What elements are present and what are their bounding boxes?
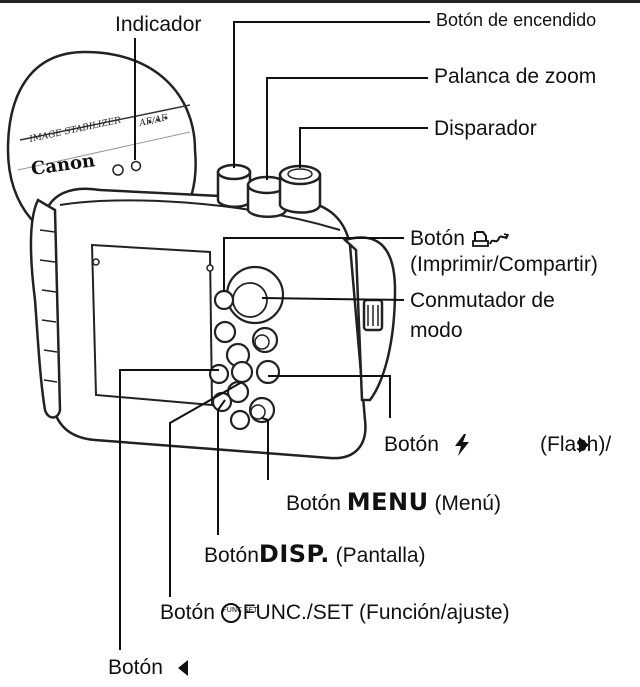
indicator-lamp-2 (130, 160, 142, 172)
label-conmutador-1: Conmutador de (410, 289, 555, 312)
shutter-shape (278, 173, 322, 214)
top-buttons (216, 163, 322, 218)
flash-text: (Flash)/ (540, 433, 612, 456)
label-flash-text: (Flash)/ (540, 432, 611, 457)
leader-lines (119, 21, 430, 650)
imprimir-line (223, 237, 404, 292)
func-line (169, 381, 243, 597)
label-boton-encendido: Botón de encendido (436, 10, 597, 30)
menu-line (261, 417, 269, 480)
disparador-line (299, 127, 428, 168)
disp-line (217, 399, 226, 535)
boton-flash-prefix: Botón (384, 433, 439, 456)
menu-text: (Menú) (434, 492, 501, 515)
right-arrow-icon (579, 437, 589, 453)
boton-menu-prefix: Botón (286, 492, 341, 515)
menu-big-text: MENU (346, 488, 429, 516)
print-share-icon (471, 231, 509, 248)
label-boton-func: Botón FUNC SETFUNC./SET (Función/ajuste) (160, 600, 510, 625)
boton-imprimir-prefix: Botón (410, 227, 465, 250)
boton-func-prefix: Botón (160, 601, 215, 624)
top-rule (0, 0, 640, 3)
label-disparador: Disparador (434, 117, 537, 140)
disp-big-text: DISP. (258, 540, 330, 568)
label-boton-disp: BotónDISP. (Pantalla) (204, 540, 426, 569)
label-boton-imprimir: Botón (410, 226, 509, 251)
conmutador-line (261, 297, 405, 301)
left-arrow-icon (177, 660, 188, 677)
zoom-line (266, 77, 428, 180)
label-boton-menu: Botón MENU (Menú) (286, 488, 501, 517)
boton-disp-prefix: Botón (204, 544, 259, 567)
label-palanca-zoom: Palanca de zoom (434, 65, 597, 88)
label-boton-flash: Botón (384, 432, 473, 457)
label-conmutador-2: modo (410, 319, 463, 342)
encendido-line (233, 21, 430, 168)
flash-line (268, 375, 391, 418)
func-set-icon: FUNC SET (220, 603, 257, 624)
indicator-lamp-1 (112, 164, 124, 176)
camera-housing (29, 187, 397, 460)
disp-text: (Pantalla) (335, 544, 426, 567)
left-line (119, 369, 219, 650)
label-imprimir-compartir: (Imprimir/Compartir) (410, 253, 598, 276)
boton-left-prefix: Botón (108, 656, 163, 679)
label-boton-left: Botón (108, 655, 189, 680)
back-controls (208, 265, 285, 431)
func-text: FUNC./SET (Función/ajuste) (242, 601, 510, 624)
label-indicador: Indicador (115, 13, 202, 36)
flash-bolt-icon (454, 434, 469, 457)
